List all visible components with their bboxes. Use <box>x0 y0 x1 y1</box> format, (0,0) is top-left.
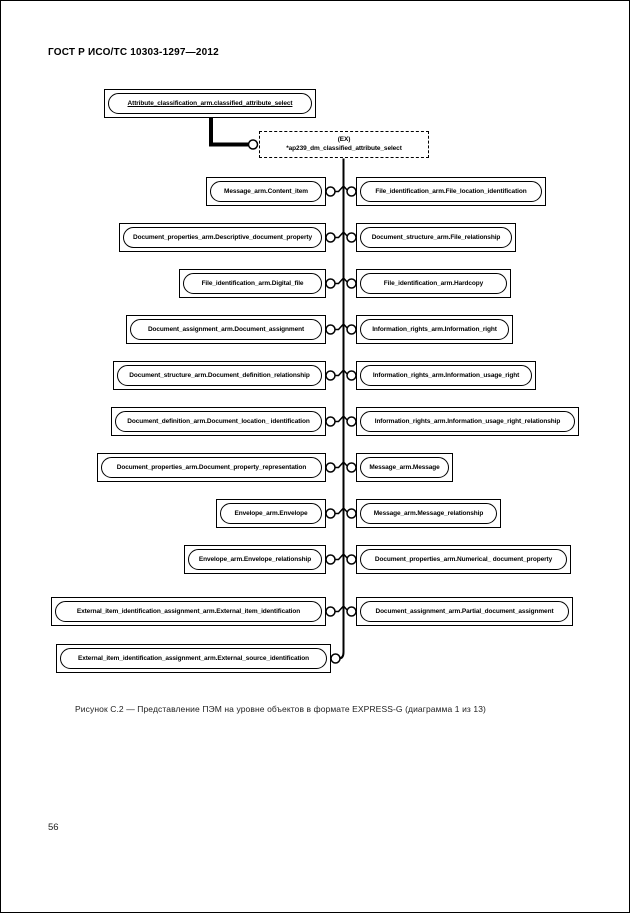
document-header: ГОСТ Р ИСО/ТС 10303-1297—2012 <box>48 47 219 58</box>
entity-label: Message_arm.Content_item <box>224 188 308 195</box>
entity-label: Document_structure_arm.Document_definiti… <box>129 372 310 379</box>
entity-label: Information_rights_arm.Information_right <box>372 326 497 333</box>
entity-label: External_item_identification_assignment_… <box>76 608 301 615</box>
entity-label: Document_structure_arm.File_relationship <box>371 234 501 241</box>
entity-label: Document_assignment_arm.Document_assignm… <box>147 326 305 333</box>
entity-label: Information_rights_arm.Information_usage… <box>374 418 561 425</box>
entity-label: Document_properties_arm.Document_propert… <box>116 464 307 471</box>
entity-box: Message_arm.Message_relationship <box>356 499 501 528</box>
entity-label: File_identification_arm.Digital_file <box>201 280 304 287</box>
entity-box: Document_properties_arm.Document_propert… <box>97 453 326 482</box>
entity-label: Attribute_classification_arm.classified_… <box>127 100 293 107</box>
entity-label: Message_arm.Message <box>369 464 440 471</box>
entity-label: Document_properties_arm.Numerical_ docum… <box>374 556 553 563</box>
schema-reference-box: (EX) *ap239_dm_classified_attribute_sele… <box>259 131 429 158</box>
entity-box: Message_arm.Content_item <box>206 177 326 206</box>
entity-label: Envelope_arm.Envelope <box>234 510 308 517</box>
figure-caption: Рисунок С.2 — Представление ПЭМ на уровн… <box>75 704 486 714</box>
entity-box: Document_assignment_arm.Document_assignm… <box>126 315 326 344</box>
entity-label: External_item_identification_assignment_… <box>77 655 309 662</box>
schema-reference-name: *ap239_dm_classified_attribute_select <box>286 144 402 152</box>
entity-label: File_identification_arm.Hardcopy <box>383 280 484 287</box>
entity-box: Information_rights_arm.Information_usage… <box>356 407 579 436</box>
entity-label: Document_properties_arm.Descriptive_docu… <box>133 234 312 241</box>
entity-label: Message_arm.Message_relationship <box>373 510 484 517</box>
entity-box: File_identification_arm.Digital_file <box>179 269 326 298</box>
entity-box: File_identification_arm.File_location_id… <box>356 177 546 206</box>
schema-reference-tag: (EX) <box>337 136 351 144</box>
entity-box: Envelope_arm.Envelope <box>216 499 326 528</box>
entity-box: Information_rights_arm.Information_right <box>356 315 513 344</box>
entity-box-root: Attribute_classification_arm.classified_… <box>104 89 316 118</box>
entity-label: Envelope_arm.Envelope_relationship <box>198 556 312 563</box>
entity-box: Information_rights_arm.Information_usage… <box>356 361 536 390</box>
entity-box: File_identification_arm.Hardcopy <box>356 269 511 298</box>
entity-label: File_identification_arm.File_location_id… <box>375 188 527 195</box>
entity-box: Document_structure_arm.File_relationship <box>356 223 516 252</box>
entity-box: Message_arm.Message <box>356 453 453 482</box>
entity-box: External_item_identification_assignment_… <box>51 597 326 626</box>
entity-box: Envelope_arm.Envelope_relationship <box>184 545 326 574</box>
entity-box: Document_structure_arm.Document_definiti… <box>113 361 326 390</box>
entity-box: Document_properties_arm.Numerical_ docum… <box>356 545 571 574</box>
entity-label: Information_rights_arm.Information_usage… <box>372 372 520 379</box>
entity-box: Document_definition_arm.Document_locatio… <box>111 407 326 436</box>
entity-label: Document_definition_arm.Document_locatio… <box>127 418 310 425</box>
entity-box: Document_assignment_arm.Partial_document… <box>356 597 573 626</box>
entity-box: Document_properties_arm.Descriptive_docu… <box>119 223 326 252</box>
page-number: 56 <box>48 822 59 833</box>
entity-box: External_item_identification_assignment_… <box>56 644 331 673</box>
entity-label: Document_assignment_arm.Partial_document… <box>375 608 554 615</box>
